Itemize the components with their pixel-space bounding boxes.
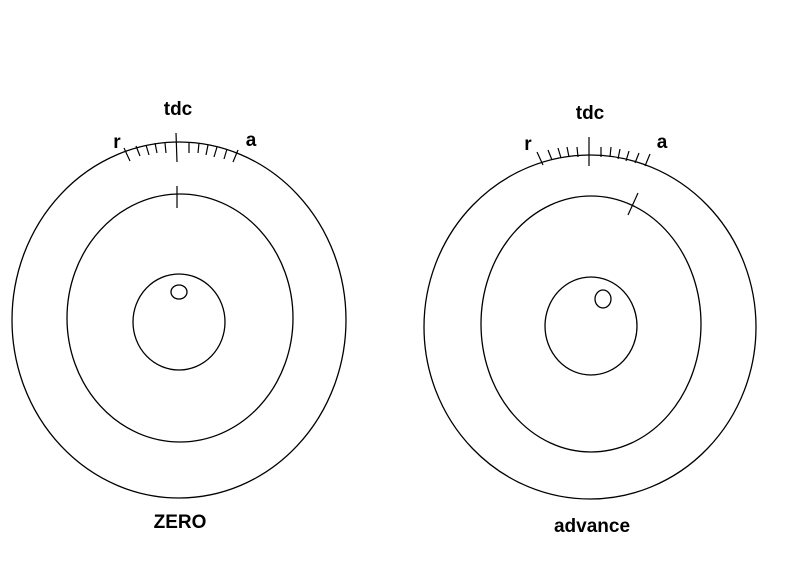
scale-tick [145, 144, 150, 156]
scale-tick [123, 147, 131, 162]
scale-tick [644, 153, 651, 167]
diagram-advance: tdc r a advance [423, 103, 757, 537]
hub-hole-advance [594, 289, 612, 309]
scale-tick [205, 144, 209, 156]
degree-scale-zero [123, 132, 239, 163]
caption-zero: ZERO [154, 512, 207, 533]
middle-ring-zero [66, 193, 294, 443]
outer-ring-advance [423, 154, 757, 500]
retard-label-zero: r [113, 132, 121, 153]
scale-tick [547, 149, 553, 161]
scale-tick [197, 142, 200, 154]
advance-label-zero: a [246, 130, 257, 151]
degree-scale-advance [536, 137, 651, 167]
middle-ring-advance [480, 195, 702, 453]
scale-tick [213, 146, 218, 158]
outer-ring-zero [11, 141, 347, 499]
scale-tick [566, 146, 570, 158]
inner-hub-advance [544, 276, 638, 376]
scale-tick [576, 146, 579, 158]
scale-tick [154, 142, 158, 154]
scale-tick [609, 146, 612, 158]
inner-mark-advance [627, 192, 639, 216]
hub-hole-zero [170, 284, 188, 300]
advance-label-advance: a [657, 132, 668, 153]
retard-label-advance: r [524, 134, 532, 155]
scale-tick [557, 147, 562, 159]
tdc-label-advance: tdc [576, 103, 605, 124]
scale-tick [617, 148, 621, 160]
scale-tick [232, 149, 239, 163]
diagram-zero: tdc r a ZERO [11, 99, 347, 533]
tdc-tick-zero [175, 132, 178, 163]
tdc-label-zero: tdc [164, 99, 193, 120]
scale-tick [135, 145, 141, 157]
caption-advance: advance [554, 516, 630, 537]
scale-tick [634, 152, 640, 164]
scale-tick [625, 150, 630, 162]
scale-tick [164, 142, 167, 154]
inner-hub-zero [132, 273, 226, 371]
scale-tick [223, 148, 228, 160]
scale-tick [536, 151, 544, 166]
